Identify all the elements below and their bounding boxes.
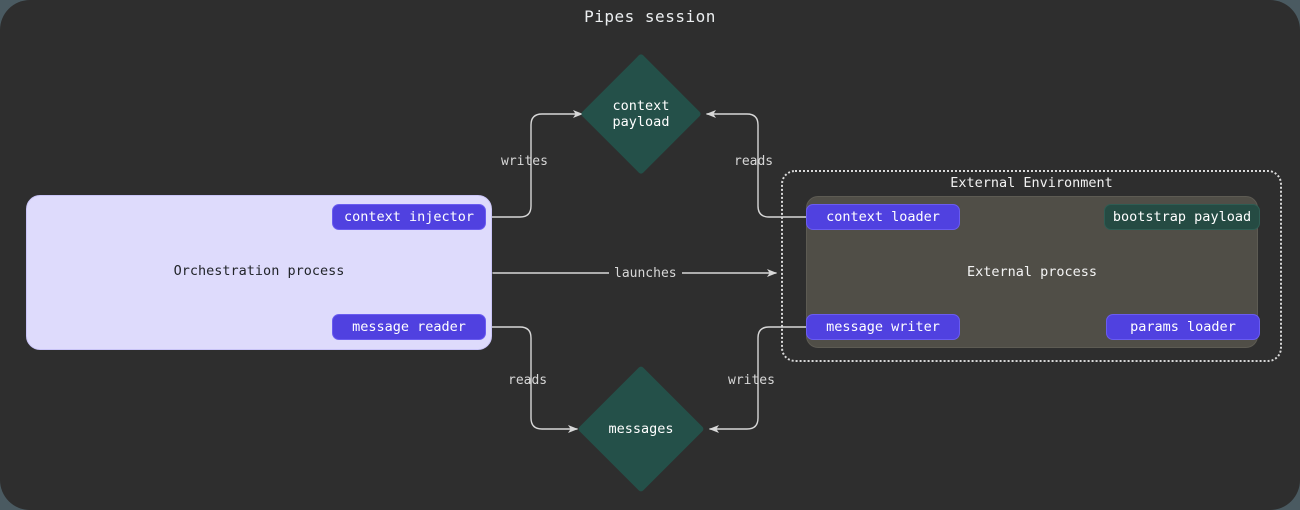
edge-label-reads-messages: reads (508, 373, 548, 388)
edge-label-writes-context: writes (501, 154, 548, 169)
cluster-external-environment (781, 170, 1282, 362)
node-message-reader[interactable]: message reader (332, 314, 486, 340)
cluster-orchestration-process-label: Orchestration process (173, 263, 345, 279)
context-payload-label-line1: context (612, 98, 670, 114)
cluster-external-environment-label: External Environment (950, 175, 1113, 191)
edge-label-reads-context: reads (734, 154, 774, 169)
node-message-writer[interactable]: message writer (806, 314, 960, 340)
edge-label-launches: launches (609, 266, 682, 281)
node-context-loader[interactable]: context loader (806, 204, 960, 230)
messages-label-group: messages (578, 366, 704, 492)
node-bootstrap-payload[interactable]: bootstrap payload (1104, 204, 1260, 230)
messages-label: messages (608, 421, 674, 437)
edge-label-writes-messages: writes (728, 373, 775, 388)
edge-writes-messages (709, 326, 807, 433)
edge-reads-messages (485, 326, 578, 433)
node-params-loader[interactable]: params loader (1106, 314, 1260, 340)
node-context-payload[interactable]: context payload (580, 41, 702, 187)
cluster-external-process-label: External process (966, 264, 1098, 280)
edge-reads-context (706, 110, 807, 218)
node-context-injector[interactable]: context injector (332, 204, 486, 230)
context-payload-label-line2: payload (612, 114, 670, 130)
node-messages[interactable]: messages (577, 365, 705, 493)
context-payload-label-group: context payload (583, 41, 699, 187)
page-title: Pipes session (584, 7, 716, 26)
edge-writes-context (485, 110, 583, 218)
